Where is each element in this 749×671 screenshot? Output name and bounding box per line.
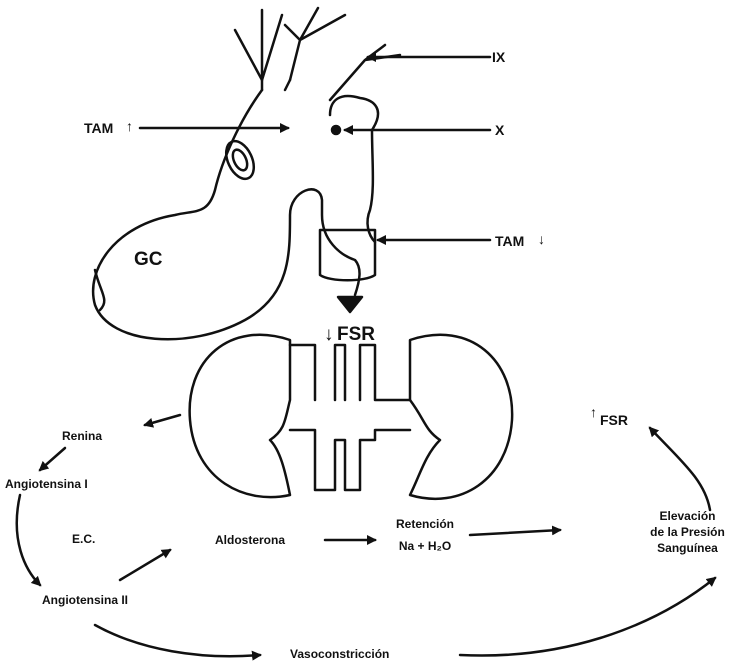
flow-down-arrow bbox=[338, 297, 362, 312]
label-vasoconstriccion: Vasoconstricción bbox=[290, 648, 389, 660]
right-kidney bbox=[410, 335, 512, 499]
label-tam-down: TAM bbox=[495, 234, 524, 248]
down-arrow-icon: ↓ bbox=[538, 232, 545, 246]
label-angiotensina-2: Angiotensina II bbox=[42, 594, 128, 606]
arrow-angiotensina1-angiotensina2 bbox=[17, 495, 40, 585]
arrow-angiotensina2-vasoconstriccion bbox=[95, 625, 260, 656]
vagus-node bbox=[332, 126, 340, 134]
label-aldosterona: Aldosterona bbox=[215, 534, 285, 546]
label-ec: E.C. bbox=[72, 533, 95, 545]
left-kidney bbox=[190, 335, 290, 497]
label-de-la-presion: de la Presión bbox=[630, 526, 745, 538]
arrow-retencion-elevacion bbox=[470, 530, 560, 535]
arrow-renina-angiotensina1 bbox=[40, 448, 65, 470]
aorta-arch bbox=[262, 80, 378, 130]
top-vessels bbox=[235, 8, 400, 100]
arrow-angiotensina2-aldosterona bbox=[120, 550, 170, 580]
label-retencion-na-h2o: Na + H₂O bbox=[385, 540, 465, 552]
arrow-elevacion-fsr bbox=[650, 428, 710, 510]
arrow-vasoconstriccion-elevacion bbox=[460, 578, 715, 656]
label-elevacion: Elevación bbox=[630, 510, 745, 522]
arrow-kidney-renina bbox=[145, 415, 180, 425]
label-angiotensina-1: Angiotensina I bbox=[5, 478, 88, 490]
up-arrow-icon: ↑ bbox=[590, 405, 597, 419]
label-gc: GC bbox=[134, 250, 163, 269]
label-renina: Renina bbox=[62, 430, 102, 442]
renal-vessels bbox=[290, 345, 410, 490]
label-ix: IX bbox=[492, 50, 505, 64]
valve-ellipse bbox=[221, 137, 260, 183]
label-fsr-up: FSR bbox=[600, 413, 628, 427]
heart-lobe bbox=[95, 270, 104, 310]
label-tam-up: TAM bbox=[84, 121, 113, 135]
label-sanguinea: Sanguínea bbox=[630, 542, 745, 554]
label-x: X bbox=[495, 123, 504, 137]
down-arrow-icon: ↓ bbox=[324, 325, 334, 344]
up-arrow-icon: ↑ bbox=[126, 119, 133, 133]
label-fsr-down: FSR bbox=[337, 325, 375, 344]
aorta-right-wall bbox=[368, 130, 375, 242]
label-retencion: Retención bbox=[385, 518, 465, 530]
